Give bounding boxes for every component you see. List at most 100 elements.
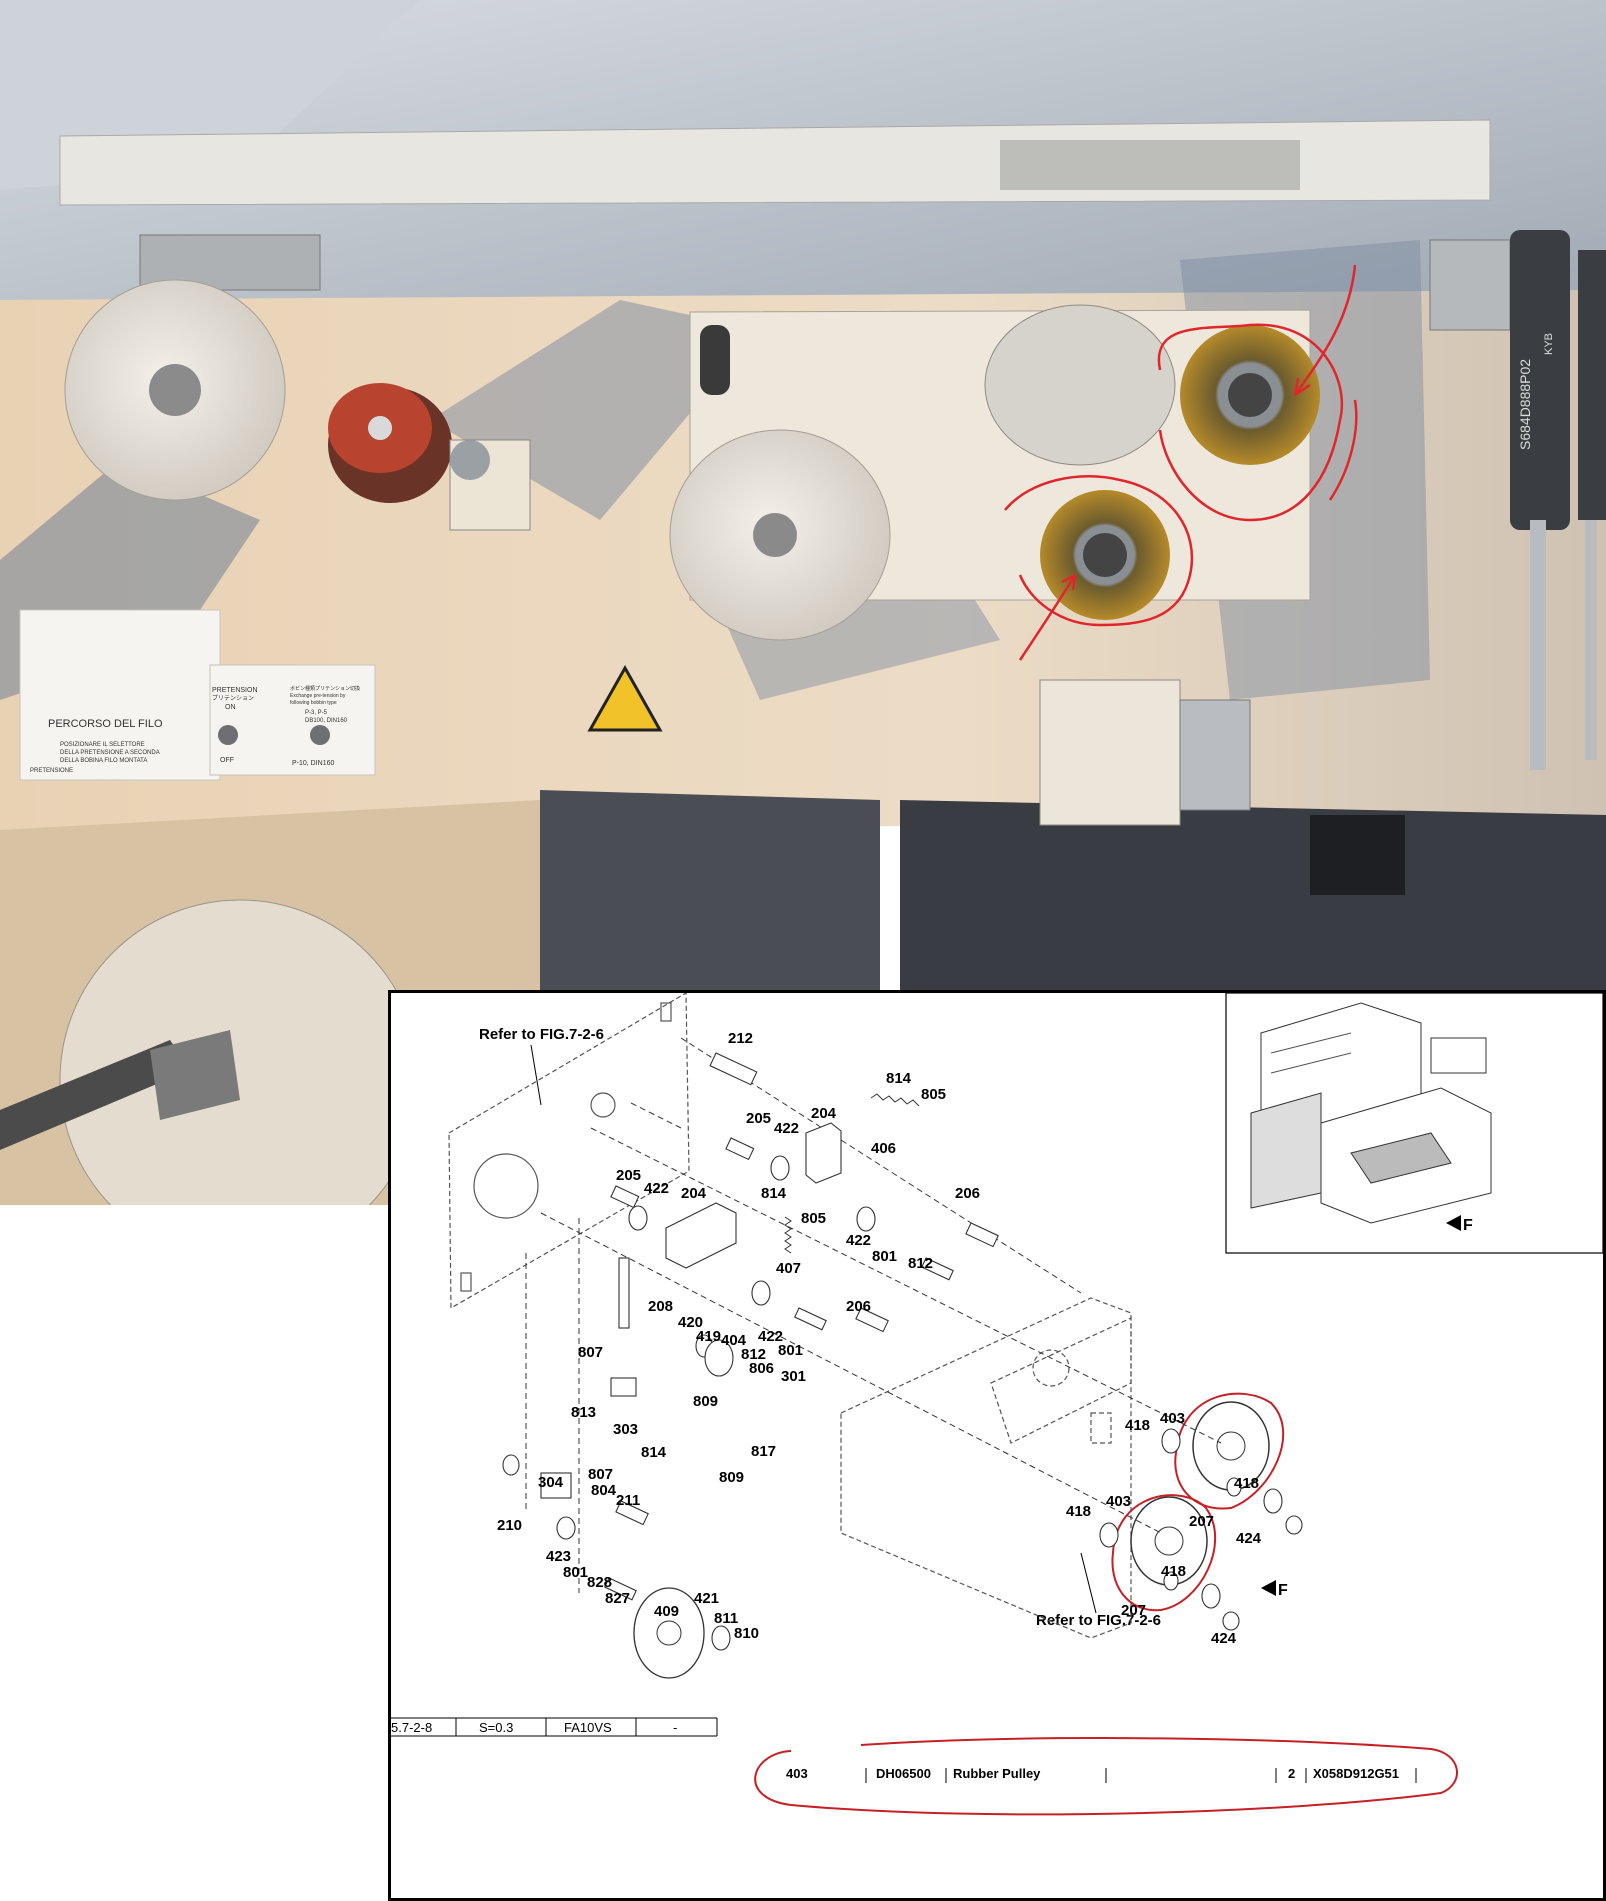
part-callout-407: 407 — [776, 1260, 801, 1277]
red-annotations — [1004, 264, 1358, 661]
part-callout-814: 814 — [886, 1070, 912, 1087]
part-callout-814: 814 — [761, 1185, 787, 1202]
part-callout-418: 418 — [1161, 1563, 1186, 1580]
part-callout-204: 204 — [681, 1185, 707, 1202]
part-callout-420: 420 — [678, 1314, 703, 1331]
part-callout-304: 304 — [538, 1474, 564, 1491]
cylinder-brand: KYB — [1543, 333, 1555, 355]
switch1-on: ON — [225, 704, 236, 711]
switch2-pos1: P-3, P-5 — [305, 710, 328, 716]
part-callout-817: 817 — [751, 1443, 776, 1460]
part-callout-807: 807 — [588, 1466, 613, 1483]
part-callout-206: 206 — [955, 1185, 980, 1202]
footer-scale-cell: S=0.3 — [479, 1720, 513, 1735]
parts-list-row: 403 DH06500 Rubber Pulley 2 X058D912G51 — [754, 1737, 1458, 1816]
part-callout-809: 809 — [719, 1469, 744, 1486]
pulley-highlight-circles — [1111, 1392, 1285, 1612]
part-callout-210: 210 — [497, 1517, 522, 1534]
exploded-view: F Refer to FIG.7-2-6 Refer to FIG.7-2-6 — [391, 993, 1603, 1816]
part-number-cell: 403 — [786, 1766, 808, 1781]
part-callout-805: 805 — [921, 1086, 946, 1103]
switch2-jp: ボビン種類プリテンション切換 — [290, 685, 360, 692]
part-name-cell: Rubber Pulley — [953, 1766, 1041, 1781]
rubber-pulley-lower — [1130, 1496, 1208, 1586]
part-callout-409: 409 — [654, 1603, 679, 1620]
sticker-footer: PRETENSIONE — [30, 768, 73, 774]
part-callout-418: 418 — [1066, 1503, 1091, 1520]
refer-label-bottom: Refer to FIG.7-2-6 — [1036, 1612, 1161, 1629]
assembly-lines — [525, 1037, 1222, 1593]
sticker-title: PERCORSO DEL FILO — [48, 718, 163, 730]
part-callout-301: 301 — [781, 1368, 806, 1385]
part-callout-422: 422 — [774, 1120, 799, 1137]
cylinder-text: S684D888P02 — [1517, 359, 1533, 450]
part-callout-827: 827 — [605, 1590, 630, 1607]
right-frame-bracket — [840, 1297, 1132, 1639]
part-callout-804: 804 — [591, 1482, 617, 1499]
part-callout-406: 406 — [871, 1140, 896, 1157]
spring-406 — [870, 1093, 920, 1107]
part-callout-422: 422 — [644, 1180, 669, 1197]
part-callout-211: 211 — [616, 1492, 640, 1509]
spring-407 — [784, 1216, 792, 1254]
sticker-line2: DELLA PRETENSIONE A SECONDA — [60, 750, 160, 756]
part-callout-418: 418 — [1234, 1475, 1259, 1492]
switch1-sub: プリテンション — [212, 695, 254, 702]
footer-fig-cell: 5.7-2-8 — [391, 1720, 432, 1735]
part-callout-828: 828 — [587, 1574, 612, 1591]
switch1-title: PRETENSION — [212, 687, 258, 694]
part-qty-cell: 2 — [1288, 1766, 1295, 1781]
refer-label-top: Refer to FIG.7-2-6 — [479, 1026, 604, 1043]
footer-model-cell: FA10VS — [564, 1720, 612, 1735]
part-callout-424: 424 — [1236, 1530, 1262, 1547]
footer-table: 5.7-2-8 S=0.3 FA10VS - — [391, 1717, 718, 1737]
part-callout-810: 810 — [734, 1625, 759, 1642]
svg-text:F: F — [1463, 1217, 1473, 1234]
switch2-pos2: DB100, DIN160 — [305, 718, 348, 724]
part-callout-814: 814 — [641, 1444, 667, 1461]
footer-dash-cell: - — [673, 1720, 677, 1735]
part-callout-424: 424 — [1211, 1630, 1237, 1647]
part-callout-208: 208 — [648, 1298, 673, 1315]
machine-inset — [1225, 993, 1603, 1254]
rubber-pulley-upper — [1192, 1401, 1270, 1491]
sticker-line1: POSIZIONARE IL SELETTORE — [60, 742, 145, 748]
part-callout-801: 801 — [872, 1248, 897, 1265]
part-callout-207: 207 — [1189, 1513, 1214, 1530]
part-callout-303: 303 — [613, 1421, 638, 1438]
part-callout-418: 418 — [1125, 1417, 1150, 1434]
part-callout-403: 403 — [1160, 1410, 1185, 1427]
front-marker-top: F — [1446, 1215, 1473, 1234]
part-row-highlight — [754, 1737, 1458, 1816]
part-callout-205: 205 — [746, 1110, 771, 1127]
part-callout-801: 801 — [563, 1564, 588, 1581]
part-callout-207: 207 — [1121, 1602, 1146, 1619]
switch2-line1: Exchange pre-tension by — [290, 693, 346, 699]
front-marker-bottom: F — [1261, 1580, 1288, 1599]
part-callout-423: 423 — [546, 1548, 571, 1565]
part-callout-204: 204 — [811, 1105, 837, 1122]
switch1-off: OFF — [220, 757, 234, 764]
switch2-line2: following bobbin type — [290, 700, 337, 706]
part-callout-422: 422 — [846, 1232, 871, 1249]
part-callout-812: 812 — [741, 1346, 766, 1363]
pulley-409 — [633, 1587, 705, 1679]
part-callout-205: 205 — [616, 1167, 641, 1184]
part-callout-813: 813 — [571, 1404, 596, 1421]
part-callout-811: 811 — [714, 1610, 738, 1627]
switch2-pos3: P-10, DIN160 — [292, 760, 335, 767]
part-callout-809: 809 — [693, 1393, 718, 1410]
part-callout-806: 806 — [749, 1360, 774, 1377]
part-code-cell: DH06500 — [876, 1766, 931, 1781]
part-callout-404: 404 — [721, 1332, 747, 1349]
part-callout-801: 801 — [778, 1342, 803, 1359]
part-callout-421: 421 — [694, 1590, 719, 1607]
part-id-cell: X058D912G51 — [1313, 1766, 1399, 1781]
sticker-line3: DELLA BOBINA FILO MONTATA — [60, 758, 147, 764]
part-callout-422: 422 — [758, 1328, 783, 1345]
part-callout-212: 212 — [728, 1030, 753, 1047]
part-callout-206: 206 — [846, 1298, 871, 1315]
svg-text:F: F — [1278, 1582, 1288, 1599]
part-callout-805: 805 — [801, 1210, 826, 1227]
